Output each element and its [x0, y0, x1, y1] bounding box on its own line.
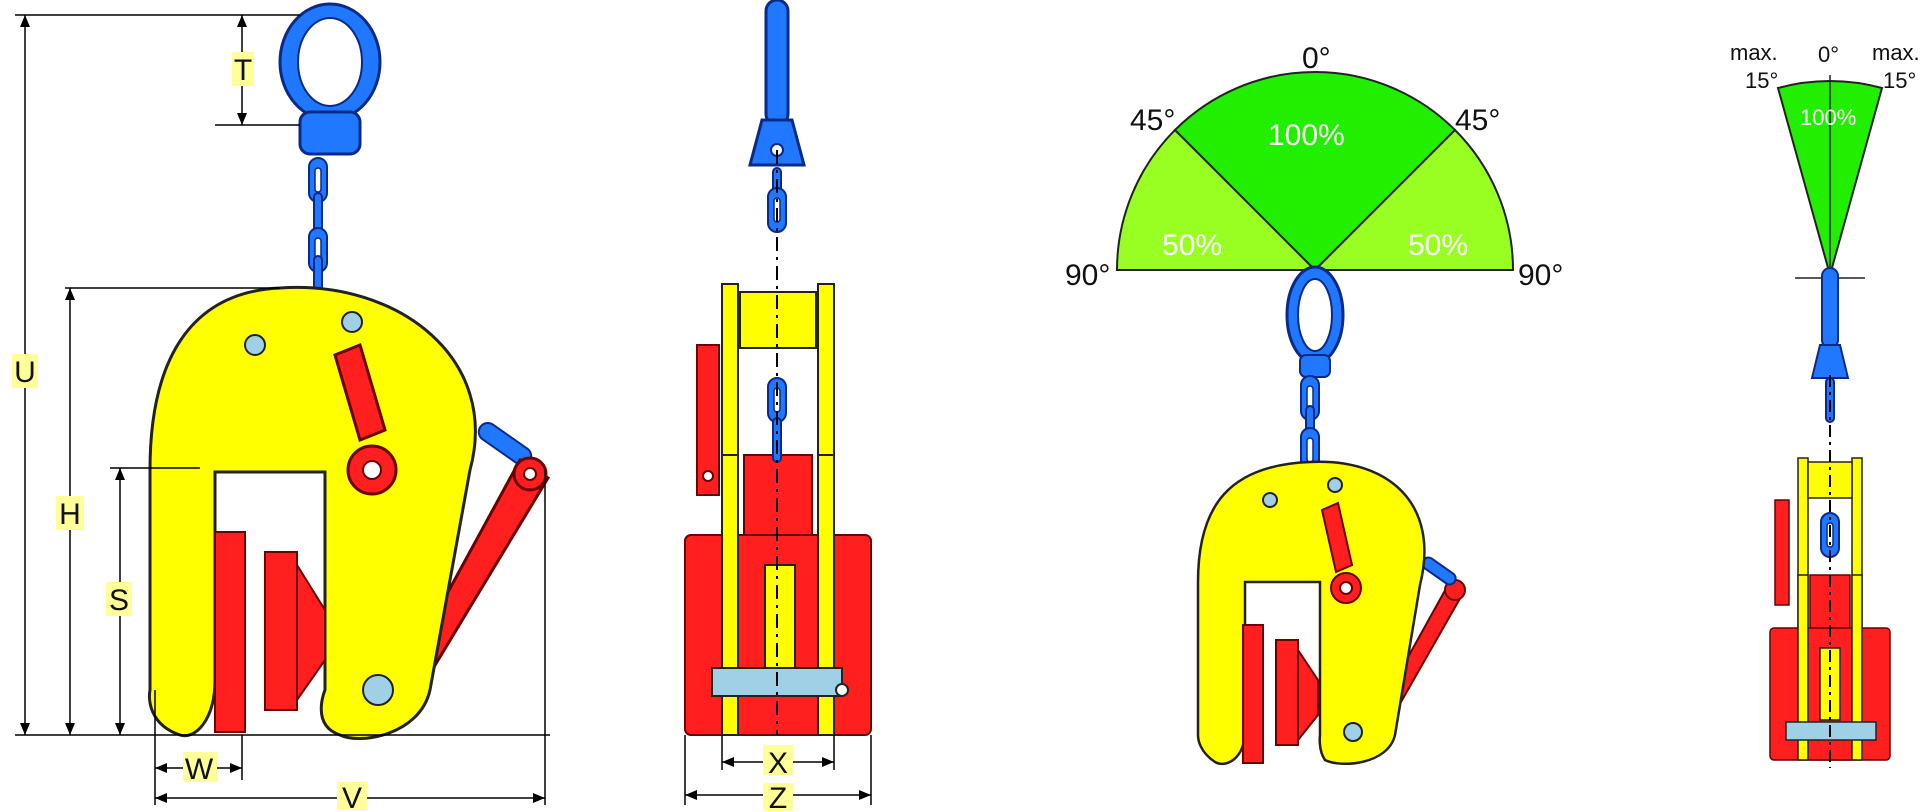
clamp-body-icon	[148, 285, 477, 741]
dim-label-t: T	[234, 54, 252, 87]
load-angle-diagram: 0° 45° 45° 90° 90° 100% 50% 50%	[1065, 42, 1563, 766]
angle-45-left-label: 45°	[1130, 104, 1175, 137]
angle-0-wedge-label: 0°	[1818, 42, 1839, 67]
max-angle-diagram: max. 15° 0° max. 15° 100%	[1730, 40, 1920, 768]
percent-left-label: 50%	[1162, 229, 1222, 262]
dim-label-s: S	[109, 584, 129, 617]
jaw-pad-icon	[214, 531, 326, 733]
cam-handle-icon	[333, 342, 398, 496]
wedge-percent-label: 100%	[1800, 105, 1856, 130]
max-right-label: max.	[1872, 40, 1920, 65]
angle-15-right-label: 15°	[1883, 68, 1916, 93]
dim-label-v: V	[342, 782, 362, 812]
angle-15-left-label: 15°	[1745, 68, 1778, 93]
angle-90-right-label: 90°	[1518, 259, 1563, 292]
dim-label-z: Z	[769, 782, 787, 812]
dim-label-x: X	[768, 747, 788, 780]
dim-label-u: U	[14, 356, 36, 389]
percent-center-label: 100%	[1268, 119, 1345, 152]
dim-label-h: H	[59, 498, 81, 531]
angle-0-label: 0°	[1302, 42, 1331, 75]
max-left-label: max.	[1730, 40, 1778, 65]
angle-45-right-label: 45°	[1455, 104, 1500, 137]
dim-label-w: W	[185, 753, 214, 786]
percent-right-label: 50%	[1408, 229, 1468, 262]
side-view: X Z	[684, 0, 872, 812]
chain-icon	[308, 157, 328, 301]
master-link-icon	[278, 2, 382, 156]
angle-90-left-label: 90°	[1065, 259, 1110, 292]
front-view: T U H S W V	[12, 2, 551, 812]
